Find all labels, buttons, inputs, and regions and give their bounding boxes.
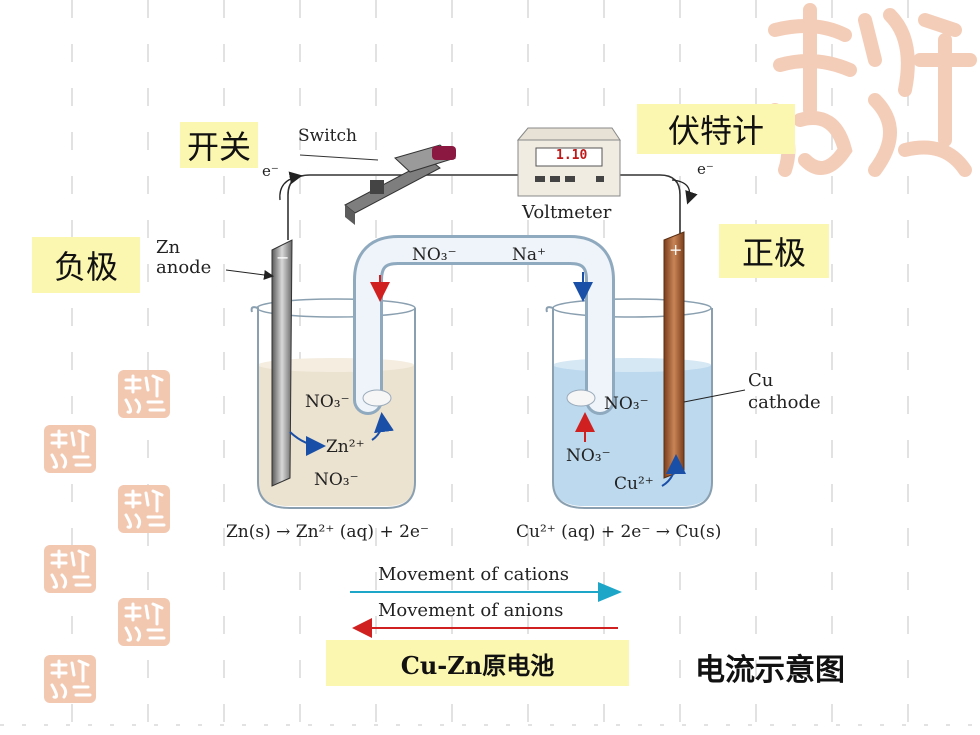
decorative-seal-small xyxy=(44,425,96,477)
callout-switch: 开关 xyxy=(180,122,258,168)
label-left-no3-upper: NO₃⁻ xyxy=(305,392,350,412)
decorative-seal-small xyxy=(118,370,170,422)
external-wire xyxy=(287,174,681,240)
label-bridge-anion: NO₃⁻ xyxy=(412,245,457,265)
right-beaker xyxy=(545,306,713,509)
equation-cathode: Cu²⁺ (aq) + 2e⁻ → Cu(s) xyxy=(516,522,722,542)
label-voltmeter-reading: 1.10 xyxy=(556,148,588,163)
callout-positive-electrode: 正极 xyxy=(719,224,829,278)
label-plus: + xyxy=(669,240,683,259)
equation-anode: Zn(s) → Zn²⁺ (aq) + 2e⁻ xyxy=(226,522,429,542)
label-cu-cathode: Cu cathode xyxy=(748,370,821,413)
decorative-seal-large xyxy=(768,3,977,177)
label-right-cu-ion: Cu²⁺ xyxy=(614,474,654,494)
label-left-zn-ion: Zn²⁺ xyxy=(326,437,365,457)
label-switch: Switch xyxy=(298,126,357,146)
decorative-seal-small xyxy=(44,545,96,597)
switch-icon xyxy=(344,144,457,225)
decorative-seal-small xyxy=(118,598,170,650)
voltmeter-icon xyxy=(516,127,621,197)
legend-anions: Movement of anions xyxy=(378,600,564,621)
label-right-no3-middle: NO₃⁻ xyxy=(566,446,611,466)
label-voltmeter: Voltmeter xyxy=(522,202,612,223)
label-bridge-cation: Na⁺ xyxy=(512,245,546,265)
decorative-seal-small xyxy=(44,655,96,707)
diagram-title: Cu-Zn原电池 xyxy=(326,640,629,686)
legend-cations: Movement of cations xyxy=(378,564,570,585)
label-electron-right: e⁻ xyxy=(697,160,714,178)
diagram-caption: 电流示意图 xyxy=(695,653,845,688)
label-right-no3-upper: NO₃⁻ xyxy=(604,394,649,414)
left-beaker xyxy=(250,306,416,509)
label-left-no3-lower: NO₃⁻ xyxy=(314,470,359,490)
zn-electrode xyxy=(271,239,293,487)
cu-electrode xyxy=(663,231,685,479)
label-zn-anode: Zn anode xyxy=(156,237,212,278)
label-electron-left: e⁻ xyxy=(262,162,279,180)
label-minus: − xyxy=(276,248,290,267)
callout-voltmeter: 伏特计 xyxy=(637,104,795,154)
decorative-seal-small xyxy=(118,485,170,537)
callout-negative-electrode: 负极 xyxy=(32,237,140,293)
